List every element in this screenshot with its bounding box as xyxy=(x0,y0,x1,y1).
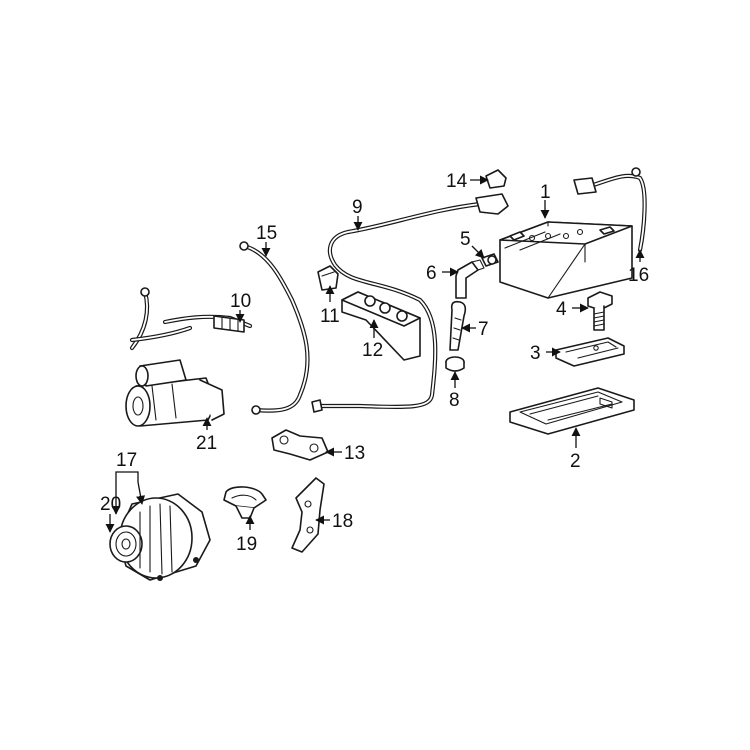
ground-bracket xyxy=(271,429,329,461)
callout-11: 11 xyxy=(320,306,340,327)
terminal-cover xyxy=(485,169,507,189)
callout-3: 3 xyxy=(530,343,541,364)
callout-18: 18 xyxy=(332,511,353,532)
alternator xyxy=(109,493,211,581)
battery-cable xyxy=(311,193,509,413)
battery-tray xyxy=(509,387,635,435)
leader-lines xyxy=(105,175,645,533)
callout-12: 12 xyxy=(362,340,383,361)
vent-connector xyxy=(481,253,499,267)
battery xyxy=(499,221,633,299)
callout-21: 21 xyxy=(196,433,217,454)
bolt xyxy=(587,291,613,331)
wire-harness xyxy=(129,287,253,351)
callout-16: 16 xyxy=(628,265,649,286)
cable-clip xyxy=(317,265,339,291)
ground-cable xyxy=(239,241,310,415)
callout-2: 2 xyxy=(570,451,581,472)
callout-10: 10 xyxy=(230,291,251,312)
callout-19: 19 xyxy=(236,534,257,555)
callout-17: 17 xyxy=(116,450,137,471)
callout-6: 6 xyxy=(426,263,437,284)
vent-hose xyxy=(449,300,467,351)
negative-cable xyxy=(573,167,647,253)
callout-8: 8 xyxy=(449,390,460,411)
callout-labels: 1 2 3 4 5 6 7 8 9 10 11 12 13 14 15 16 1… xyxy=(100,171,649,555)
callout-15: 15 xyxy=(256,223,277,244)
callout-9: 9 xyxy=(352,197,363,218)
callout-7: 7 xyxy=(478,319,489,340)
callout-13: 13 xyxy=(344,443,365,464)
alternator-bracket xyxy=(291,477,325,553)
callout-4: 4 xyxy=(556,299,567,320)
callout-14: 14 xyxy=(446,171,468,192)
grommet xyxy=(445,356,465,372)
callout-20: 20 xyxy=(100,494,121,515)
callout-5: 5 xyxy=(460,229,471,250)
hold-down-bracket xyxy=(555,337,625,367)
vent-elbow xyxy=(455,259,485,299)
clamp xyxy=(223,486,267,519)
callout-1: 1 xyxy=(540,182,551,203)
starter-motor xyxy=(125,359,225,427)
fuse-block xyxy=(341,291,421,361)
